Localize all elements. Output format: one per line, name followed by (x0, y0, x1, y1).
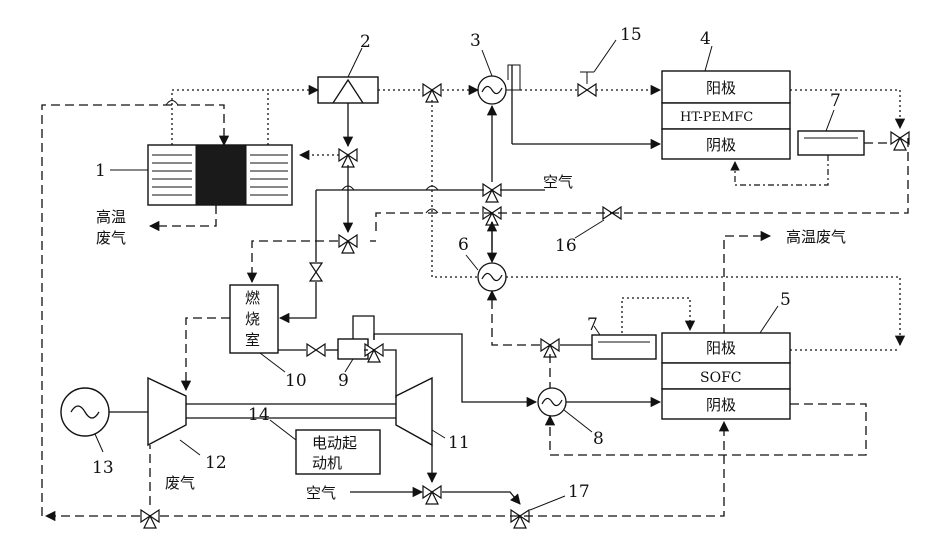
starter-label-line2: 动机 (312, 454, 342, 472)
component-9-number: 9 (338, 371, 349, 391)
component-5-number: 5 (780, 290, 791, 310)
component-1-reformer (110, 145, 292, 205)
component-17-number: 17 (568, 482, 590, 502)
three-way-valve-i (423, 486, 441, 504)
component-9-control-valve (338, 316, 374, 372)
component-7-upper-number: 7 (830, 91, 841, 111)
component-15-valve (578, 40, 616, 96)
component-7-lower-separator (592, 326, 656, 359)
three-way-valve-a (423, 84, 441, 102)
component-7-lower-number: 7 (587, 315, 598, 335)
sofc-cathode-label: 阴极 (706, 396, 736, 414)
hot-exhaust-left-line1: 高温 (96, 208, 126, 226)
valve-combustor-feed (310, 263, 322, 281)
component-7-upper-separator (798, 110, 864, 155)
component-1-number: 1 (95, 161, 106, 181)
component-14-number: 14 (248, 405, 270, 425)
sofc-anode-label: 阳极 (706, 339, 736, 357)
pemfc-cathode-label: 阴极 (706, 136, 736, 154)
component-12-number: 12 (205, 453, 227, 473)
three-way-valve-f (891, 132, 909, 150)
component-13-generator (61, 388, 148, 452)
component-12-turbine (148, 378, 200, 455)
component-10-number: 10 (285, 371, 307, 391)
component-16-valve (575, 207, 621, 238)
combustor-label-line3: 室 (245, 331, 260, 349)
component-6-number: 6 (458, 235, 469, 255)
three-way-valve-d (483, 184, 501, 202)
component-8-number: 8 (593, 429, 604, 449)
starter-label-line1: 电动起 (312, 434, 357, 452)
component-4-number: 4 (700, 29, 711, 49)
component-3-heat-exchanger (478, 50, 506, 104)
component-6-heat-exchanger (466, 255, 506, 291)
three-way-valve-c (339, 235, 357, 253)
air-inlet-top-label: 空气 (543, 173, 573, 191)
component-15-number: 15 (620, 25, 642, 45)
component-2-splitter (318, 48, 378, 103)
component-8-heat-exchanger (538, 388, 592, 432)
shaft (186, 404, 396, 418)
hot-exhaust-right-label: 高温废气 (786, 228, 846, 246)
component-17-valve (511, 510, 529, 528)
hot-exhaust-left-line2: 废气 (96, 229, 126, 247)
sofc-name-label: SOFC (700, 370, 742, 386)
component-2-number: 2 (360, 32, 371, 52)
combustor-label-line2: 烧 (245, 310, 260, 328)
component-13-number: 13 (92, 458, 114, 478)
component-11-compressor (396, 378, 445, 445)
pemfc-anode-label: 阳极 (706, 79, 736, 97)
combustor-label-line1: 燃 (245, 289, 260, 307)
component-11-number: 11 (448, 433, 470, 453)
component-16-number: 16 (555, 236, 577, 256)
pemfc-name-label: HT-PEMFC (680, 110, 753, 125)
three-way-valve-b (339, 149, 357, 167)
valve-combustor-outlet (307, 344, 325, 356)
three-way-valve-j (141, 510, 159, 528)
air-inlet-bottom-label: 空气 (306, 484, 336, 502)
component-3-number: 3 (470, 31, 481, 51)
turbine-exhaust-label: 废气 (165, 474, 195, 492)
